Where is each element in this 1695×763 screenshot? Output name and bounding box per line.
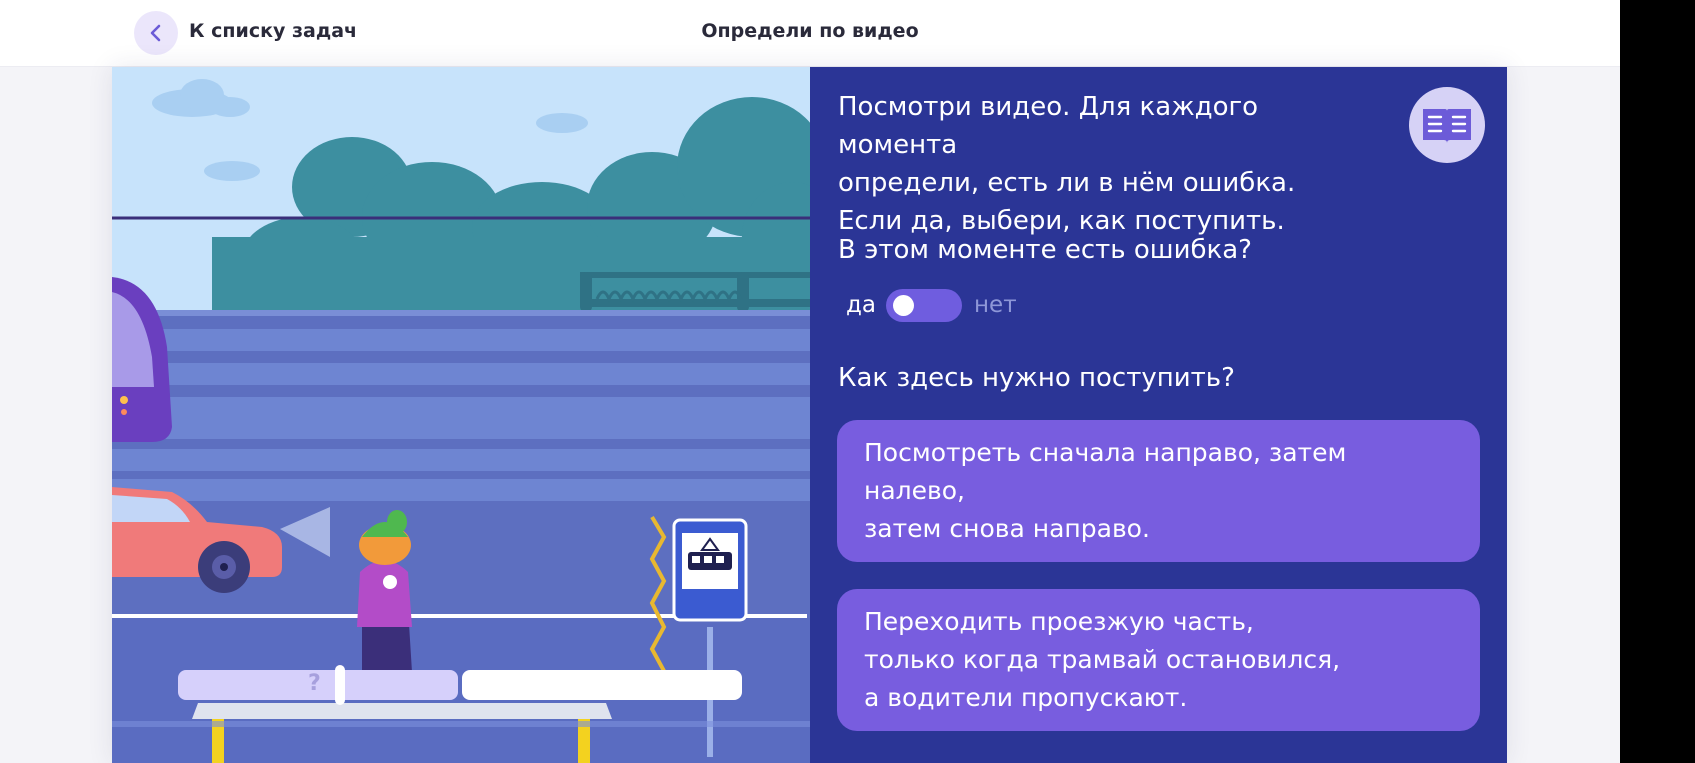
tram <box>112 277 172 442</box>
error-toggle[interactable] <box>886 288 962 322</box>
video-scene[interactable]: ? <box>112 67 810 763</box>
action-question: Как здесь нужно поступить? <box>838 363 1235 393</box>
railing <box>580 272 810 312</box>
bench <box>112 703 810 763</box>
cloud <box>152 79 588 181</box>
rules-book-button[interactable] <box>1409 87 1485 163</box>
error-toggle-row: да нет <box>846 288 1017 322</box>
book-icon <box>1423 109 1471 143</box>
answer-option-text: Посмотреть сначала направо, затем налево… <box>864 438 1347 543</box>
back-link[interactable]: К списку задач <box>189 20 358 42</box>
toggle-no-label[interactable]: нет <box>974 292 1017 318</box>
tram-icon <box>672 518 748 622</box>
back-button[interactable] <box>134 11 178 55</box>
scene-illustration <box>112 67 810 763</box>
chevron-left-icon <box>150 24 161 42</box>
answer-option-text: Переходить проезжую часть, только когда … <box>864 607 1341 712</box>
page-title: Определи по видео <box>701 20 919 42</box>
timeline-marker[interactable]: ? <box>308 671 321 696</box>
bushes <box>212 97 810 317</box>
instructions-text: Посмотри видео. Для каждого момента опре… <box>838 92 1296 236</box>
error-question: В этом моменте есть ошибка? <box>838 235 1252 265</box>
car <box>112 487 330 593</box>
answer-option-2[interactable]: Переходить проезжую часть, только когда … <box>837 589 1480 731</box>
answer-option-1[interactable]: Посмотреть сначала направо, затем налево… <box>837 420 1480 562</box>
toggle-yes-label[interactable]: да <box>846 292 876 318</box>
screen-edge <box>1620 0 1695 763</box>
task-panel: Посмотри видео. Для каждого момента опре… <box>810 67 1507 763</box>
timeline <box>178 665 742 705</box>
toggle-knob <box>893 294 914 316</box>
girl <box>357 510 412 672</box>
top-bar: К списку задач Определи по видео <box>0 0 1620 67</box>
